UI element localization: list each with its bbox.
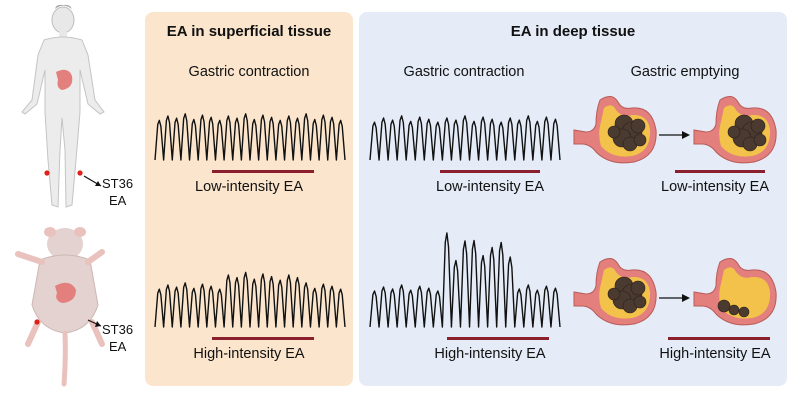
deep-emptying-high-label: High-intensity EA xyxy=(659,346,771,362)
mouse-ea-label: EA xyxy=(109,339,127,354)
superficial-low-waveform xyxy=(154,113,346,161)
food-content-icon xyxy=(717,299,750,318)
human-acupoint-label: ST36 xyxy=(102,176,134,191)
deep-emptying-title: Gastric emptying xyxy=(630,64,740,80)
food-content-icon xyxy=(607,276,647,314)
waveform-group xyxy=(154,113,561,328)
deep-contraction-low-label: Low-intensity EA xyxy=(436,179,544,195)
deep-high-waveform xyxy=(369,232,561,328)
deep-emptying-low-label: Low-intensity EA xyxy=(661,179,769,195)
food-content-icon xyxy=(607,114,647,152)
human-figure-icon xyxy=(21,4,105,208)
superficial-contraction-title: Gastric contraction xyxy=(188,64,310,80)
low-intensity-bar xyxy=(212,170,314,173)
mouse-figure-icon xyxy=(15,227,105,387)
deep-title: EA in deep tissue xyxy=(510,23,636,40)
deep-contraction-high-label: High-intensity EA xyxy=(434,346,546,362)
stomach-group xyxy=(573,96,777,326)
high-intensity-bar xyxy=(668,337,770,340)
high-intensity-bar xyxy=(212,337,314,340)
superficial-low-label: Low-intensity EA xyxy=(195,179,303,195)
mouse-acupoint-label: ST36 xyxy=(102,322,134,337)
superficial-title: EA in superficial tissue xyxy=(166,23,332,40)
low-intensity-bar xyxy=(440,170,540,173)
high-intensity-bar xyxy=(447,337,549,340)
low-intensity-bar xyxy=(675,170,765,173)
deep-contraction-title: Gastric contraction xyxy=(403,64,525,80)
deep-tissue-panel xyxy=(359,12,787,386)
superficial-high-label: High-intensity EA xyxy=(193,346,305,362)
deep-low-waveform xyxy=(369,115,561,161)
stomach-after-high-icon xyxy=(693,258,777,326)
superficial-high-waveform xyxy=(154,271,346,328)
emptying-arrow-icon xyxy=(659,131,690,139)
food-content-icon xyxy=(727,114,767,152)
stomach-after-low-icon xyxy=(693,96,777,164)
stomach-before-high-icon xyxy=(573,258,657,326)
stomach-before-low-icon xyxy=(573,96,657,164)
human-ea-label: EA xyxy=(109,193,127,208)
emptying-arrow-icon xyxy=(659,294,690,302)
